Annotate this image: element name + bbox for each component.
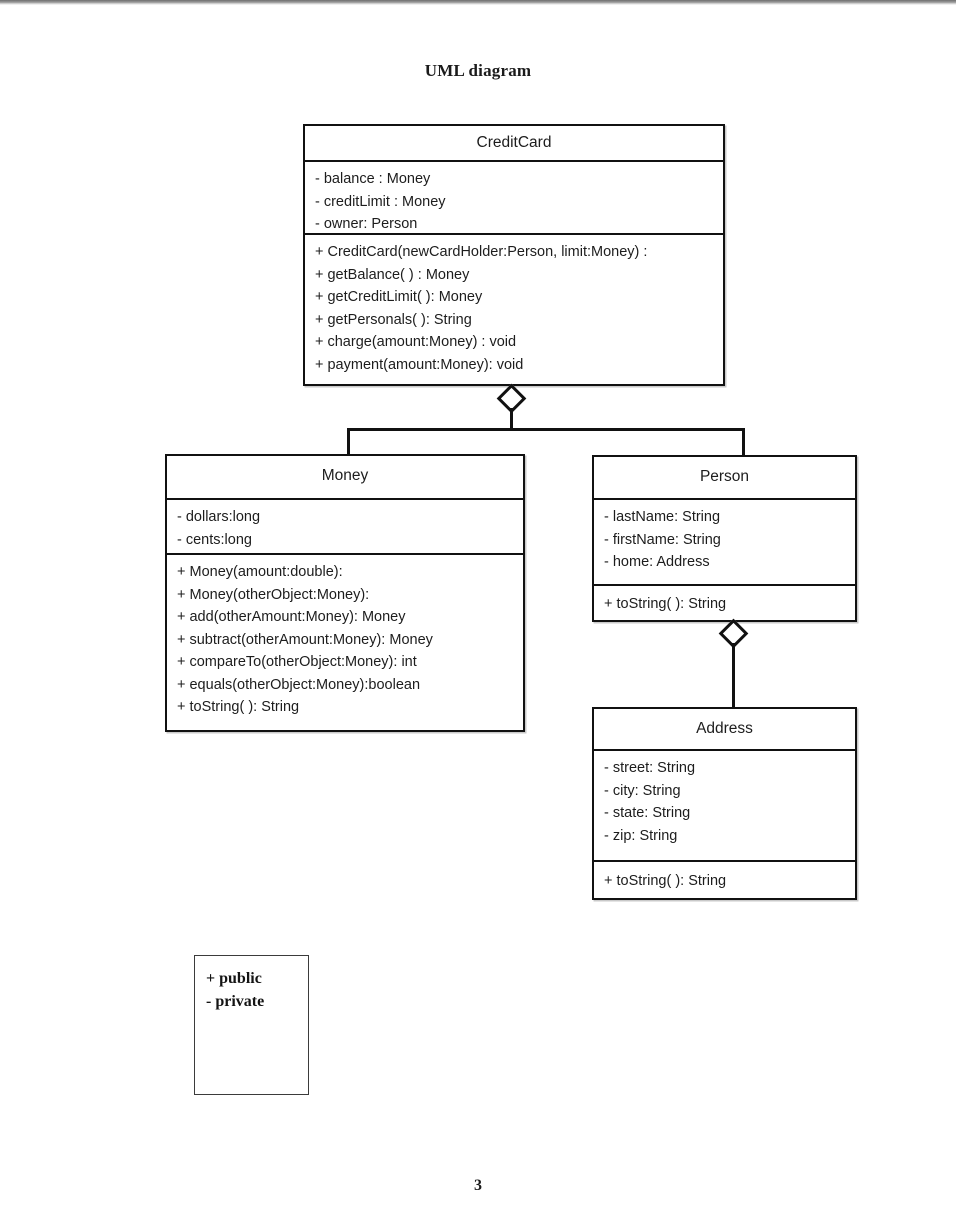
attribute-row: - firstName: String xyxy=(604,531,721,548)
visibility-legend-box: + public - private xyxy=(194,955,309,1095)
method-row: + subtract(otherAmount:Money): Money xyxy=(177,631,433,648)
attribute-row: - balance : Money xyxy=(315,171,431,187)
method-row: + getPersonals( ): String xyxy=(315,311,472,328)
uml-class-money[interactable]: Money - dollars:long - cents:long + Mone… xyxy=(165,454,525,732)
page-title: UML diagram xyxy=(424,61,532,80)
attribute-row: - dollars:long xyxy=(177,509,261,525)
method-row: + CreditCard(newCardHolder:Person, limit… xyxy=(315,244,648,260)
legend-row-public: + public xyxy=(206,970,262,987)
method-row: + equals(otherObject:Money):boolean xyxy=(177,676,421,693)
class-name-creditcard: CreditCard xyxy=(476,134,552,151)
attribute-row: - city: String xyxy=(604,782,681,799)
method-row: + Money(amount:double): xyxy=(177,564,343,580)
method-row: + toString( ): String xyxy=(604,873,727,889)
method-row: + getBalance( ) : Money xyxy=(315,266,470,283)
methods-compartment-creditcard: + CreditCard(newCardHolder:Person, limit… xyxy=(305,233,723,385)
attribute-row: - cents:long xyxy=(177,531,252,548)
method-row: + getCreditLimit( ): Money xyxy=(315,289,483,305)
class-name-money: Money xyxy=(321,467,369,484)
attributes-compartment-money: - dollars:long - cents:long xyxy=(167,498,523,553)
page-top-edge xyxy=(0,0,956,5)
attributes-compartment-person: - lastName: String - firstName: String -… xyxy=(594,498,855,584)
method-row: + compareTo(otherObject:Money): int xyxy=(177,654,417,670)
attribute-row: - lastName: String xyxy=(604,509,721,525)
page-number: 3 xyxy=(474,1177,482,1194)
attribute-row: - zip: String xyxy=(604,827,678,844)
method-row: + toString( ): String xyxy=(177,699,300,715)
uml-class-creditcard[interactable]: CreditCard - balance : Money - creditLim… xyxy=(303,124,725,386)
connector-stem-person-address xyxy=(732,643,735,709)
connector-stem-creditcard xyxy=(510,408,513,430)
method-row: + toString( ): String xyxy=(604,596,727,612)
attribute-row: - home: Address xyxy=(604,554,710,570)
uml-class-person[interactable]: Person - lastName: String - firstName: S… xyxy=(592,455,857,622)
class-name-person: Person xyxy=(699,468,750,485)
attribute-row: - street: String xyxy=(604,760,696,776)
connector-branch-money xyxy=(347,428,350,456)
method-row: + Money(otherObject:Money): xyxy=(177,586,370,603)
method-row: + add(otherAmount:Money): Money xyxy=(177,609,406,625)
method-row: + payment(amount:Money): void xyxy=(315,356,524,373)
attribute-row: - owner: Person xyxy=(315,216,418,232)
uml-class-address[interactable]: Address - street: String - city: String … xyxy=(592,707,857,900)
legend-row-private: - private xyxy=(206,993,265,1010)
attribute-row: - creditLimit : Money xyxy=(315,193,446,210)
methods-compartment-money: + Money(amount:double): + Money(otherObj… xyxy=(167,553,523,733)
attributes-compartment-address: - street: String - city: String - state:… xyxy=(594,749,855,860)
connector-bus-creditcard xyxy=(347,428,745,431)
method-row: + charge(amount:Money) : void xyxy=(315,334,517,350)
attributes-compartment-creditcard: - balance : Money - creditLimit : Money … xyxy=(305,160,723,233)
methods-compartment-person: + toString( ): String xyxy=(594,584,855,623)
methods-compartment-address: + toString( ): String xyxy=(594,860,855,901)
class-name-address: Address xyxy=(696,720,753,737)
attribute-row: - state: String xyxy=(604,805,691,821)
connector-branch-person xyxy=(742,428,745,456)
